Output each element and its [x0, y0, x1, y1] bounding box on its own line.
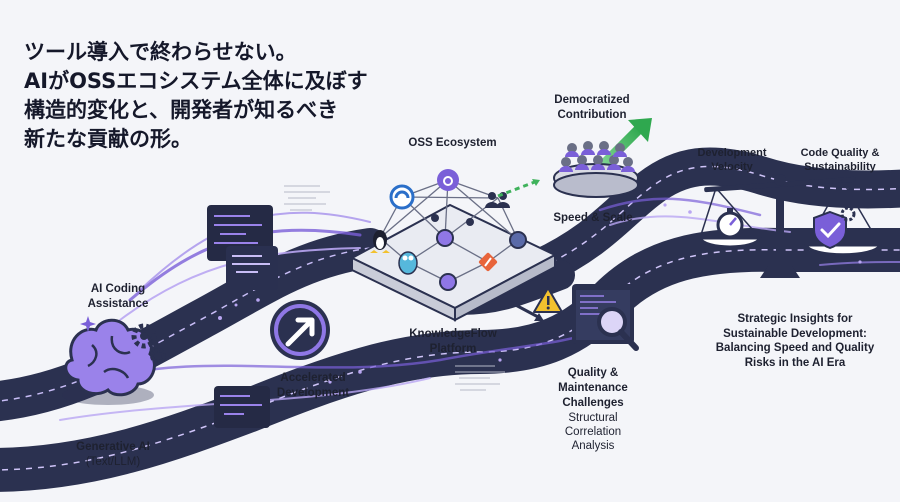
- label-structural-line-1: Structural: [568, 412, 618, 424]
- stopwatch-icon: [716, 208, 744, 239]
- label-ai-coding-line-1: AI Coding: [90, 283, 146, 295]
- label-insights-line-4: Risks in the AI Era: [744, 356, 846, 369]
- label-generative-ai: Generative AI (Text/LLM): [58, 440, 168, 470]
- label-accelerated-line-2: Development: [276, 387, 350, 399]
- label-code-quality: Code Quality & Sustainability: [786, 146, 894, 174]
- headline-line-2: AIがOSSエコシステム全体に及ぼす: [24, 69, 368, 93]
- label-insights-line-3: Balancing Speed and Quality: [715, 342, 875, 354]
- label-code-quality-line-2: Sustainability: [804, 161, 876, 173]
- code-panel-3: [214, 386, 270, 428]
- label-knowledgeflow-platform: KnowledgeFlow Platform: [398, 327, 508, 357]
- warning-icon: [533, 287, 563, 313]
- label-speed-scale: Speed & Scale: [553, 212, 633, 224]
- road-network: [0, 147, 900, 492]
- network-nodes: [370, 169, 527, 291]
- label-democratized-line-1: Democratized: [554, 94, 630, 106]
- label-platform-line-1: KnowledgeFlow: [409, 328, 497, 340]
- label-generative-ai-line-2: (Text/LLM): [85, 456, 141, 468]
- label-strategic-insights: Strategic Insights for Sustainable Devel…: [700, 312, 890, 370]
- label-velocity-line-1: Development: [697, 147, 767, 159]
- label-structural-analysis: Structural Correlation Analysis: [548, 411, 638, 453]
- brain-gears-icon: [62, 316, 166, 405]
- sparkles: [218, 203, 862, 384]
- label-quality-line-2: Maintenance: [558, 382, 628, 394]
- arrow-circle-icon: [270, 300, 330, 360]
- label-accelerated-development: Accelerated Development: [268, 371, 358, 401]
- label-ai-coding: AI Coding Assistance: [68, 282, 168, 312]
- git-icon: [478, 252, 498, 272]
- label-oss-ecosystem: OSS Ecosystem: [408, 137, 497, 149]
- headline-line-3: 構造的変化と、開発者が知るべき: [24, 98, 339, 122]
- shield-check-icon: [813, 206, 856, 250]
- label-accelerated-line-1: Accelerated: [280, 372, 346, 384]
- label-code-quality-line-1: Code Quality &: [800, 147, 880, 159]
- label-generative-ai-line-1: Generative AI: [76, 441, 150, 453]
- quality-arrow: [509, 300, 541, 320]
- label-structural-line-2: Correlation: [564, 426, 622, 438]
- code-text-faint-1: [284, 185, 330, 211]
- go-gopher-icon: [398, 251, 418, 275]
- label-democratized-line-2: Contribution: [557, 109, 627, 121]
- label-ai-coding-line-2: Assistance: [87, 298, 149, 310]
- label-structural-line-3: Analysis: [571, 440, 615, 452]
- people-group-icon: [553, 141, 639, 198]
- headline-line-1: ツール導入で終わらせない。: [24, 40, 297, 64]
- magnifier-icon: [572, 284, 639, 351]
- code-panel-2: [226, 246, 278, 290]
- code-text-faint-2: [455, 365, 505, 391]
- label-platform-line-2: Platform: [429, 343, 477, 355]
- people-pair-icon: [485, 192, 510, 208]
- label-democratized-contribution: Democratized Contribution: [542, 93, 642, 123]
- label-quality-line-3: Challenges: [562, 397, 624, 409]
- label-velocity-line-2: Velocity: [711, 161, 753, 173]
- linux-icon: [370, 230, 390, 253]
- github-icon: [437, 169, 459, 191]
- balance-scale-icon: [697, 174, 883, 278]
- label-insights-line-2: Sustainable Development:: [723, 327, 867, 340]
- label-development-velocity: Development Velocity: [686, 146, 778, 174]
- headline-line-4: 新たな貢献の形。: [24, 127, 192, 151]
- quality-arrowhead: [534, 313, 544, 321]
- label-quality-line-1: Quality &: [567, 367, 619, 379]
- label-insights-line-1: Strategic Insights for: [737, 313, 853, 325]
- label-quality-challenges: Quality & Maintenance Challenges: [548, 366, 638, 411]
- knowledgeflow-platform: [349, 203, 558, 322]
- headline: ツール導入で終わらせない。 AIがOSSエコシステム全体に及ぼす 構造的変化と、…: [24, 38, 368, 154]
